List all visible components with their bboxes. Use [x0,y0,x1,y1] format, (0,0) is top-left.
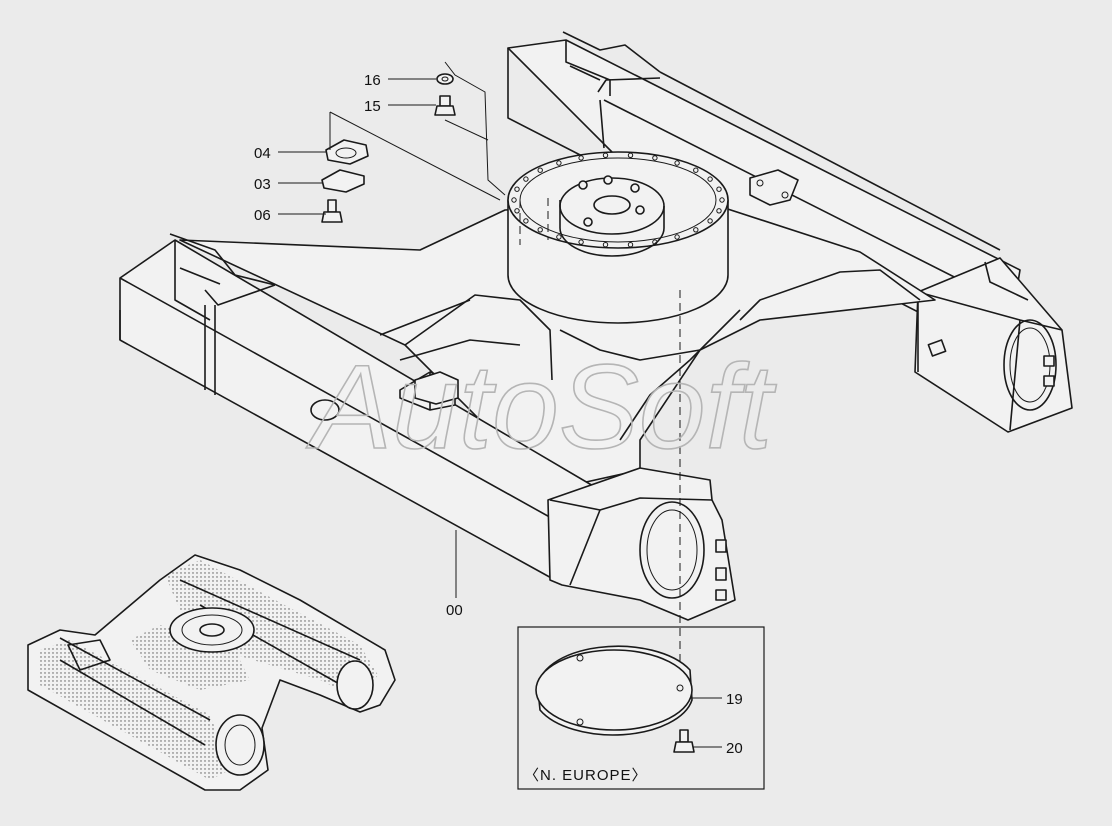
ring-bolt-hole [514,208,520,214]
overview-thumbnail [27,554,396,791]
ring-bolt-hole [523,176,529,182]
ring-bolt-hole [578,155,584,161]
callouts: 16 15 04 03 06 00 19 20 [254,72,743,757]
ring-bolt-hole [578,239,584,245]
inset-caption: 〈N. EUROPE〉 [524,767,648,784]
left-frame-hole [310,399,340,421]
lower-frame [119,31,1073,690]
small-parts [321,61,506,223]
pinion-bolt [583,217,593,227]
ring-bolt-hole [537,227,543,233]
callout-16: 16 [364,72,381,89]
ring-bolt-hole [627,242,634,248]
ring-bolt-hole [627,152,634,159]
bolt-15 [439,95,451,107]
ring-bolt-hole [674,234,680,240]
pinion-bolt [635,205,645,215]
n-europe-inset: 〈N. EUROPE〉 [517,626,765,790]
ring-bolt-hole [719,197,725,203]
ring-bolt-hole [602,242,609,248]
callout-19: 19 [726,691,743,708]
ring-bolt-hole [693,167,699,173]
callout-00: 00 [446,602,463,619]
ring-bolt-hole [716,186,722,192]
ring-bolt-hole [511,197,517,203]
mounting-plate [749,169,799,206]
swing-ring-bolts [511,152,725,248]
ring-bolt-hole [707,176,713,182]
ring-bolt-hole [693,227,699,233]
bolt-20 [679,729,689,743]
front-end-block [547,467,736,621]
ring-bolt-hole [652,155,658,161]
callout-06: 06 [254,207,271,224]
bolt-06 [327,199,337,213]
pinion-bolt [630,183,640,193]
ring-bolt-hole [537,167,543,173]
flange-04 [325,139,369,165]
ring-bolt-hole [602,152,609,159]
callout-15: 15 [364,98,381,115]
ring-bolt-hole [523,218,529,224]
swing-ring [507,151,729,324]
inset-frame [517,626,765,790]
ring-bolt-hole [556,234,562,240]
front-sprocket-bore [639,501,705,599]
right-sprocket-bore [1003,319,1057,411]
callout-04: 04 [254,145,271,162]
callout-20: 20 [726,740,743,757]
ring-bolt-hole [514,186,520,192]
callout-03: 03 [254,176,271,193]
watermark: AutoSoft [306,340,777,474]
ring-bolt-hole [674,160,680,166]
ring-bolt-hole [707,218,713,224]
pinion-bolt [603,175,613,185]
ring-bolt-hole [556,160,562,166]
plate-03 [321,169,365,193]
ring-bolt-hole [716,208,722,214]
ring-bolt-hole [652,239,658,245]
pinion-bolt [578,180,588,190]
washer-16 [436,73,454,85]
